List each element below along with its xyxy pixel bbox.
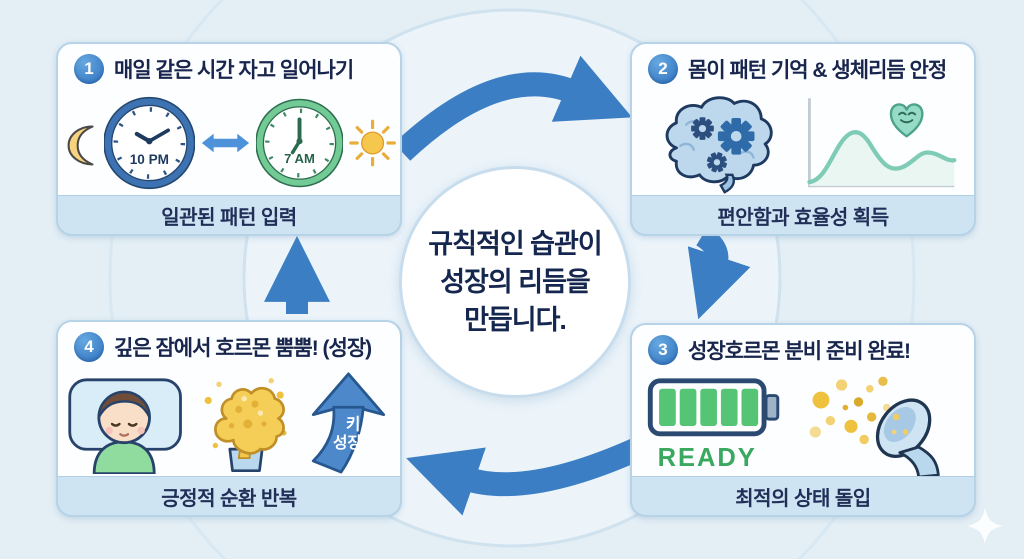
sun-icon xyxy=(349,119,396,167)
step4-body: 키 성장 xyxy=(58,368,400,477)
sleeping-child-icon xyxy=(68,377,182,474)
step3-body: READY xyxy=(632,371,974,478)
step4-card: 4 깊은 잠에서 호르몬 뿜뿜! (성장) xyxy=(56,320,402,517)
gear-small xyxy=(706,152,727,173)
battery-ready-icon: READY xyxy=(647,378,780,472)
step4-header: 4 깊은 잠에서 호르몬 뿜뿜! (성장) xyxy=(58,322,400,364)
moon-icon xyxy=(67,125,94,166)
hormone-spray-icon xyxy=(809,376,940,478)
sleep-time-label: 10 PM xyxy=(130,152,169,167)
step4-caption: 긍정적 순환 반복 xyxy=(56,476,402,517)
splash-dots xyxy=(228,395,267,428)
step3-card: 3 성장호르몬 분비 준비 완료! READY xyxy=(630,323,976,517)
step2-header: 2 몸이 패턴 기억 & 생체리듬 안정 xyxy=(632,44,974,86)
sparkle-icon xyxy=(967,508,1003,544)
step1-title: 매일 같은 시간 자고 일어나기 xyxy=(114,59,354,82)
step3-header: 3 성장호르몬 분비 준비 완료! xyxy=(632,325,974,367)
horn-bell xyxy=(875,398,932,458)
hormone-dots xyxy=(809,376,891,445)
height-growth-arrow-icon: 키 성장 xyxy=(311,372,386,473)
brain-gears-icon xyxy=(665,96,773,194)
step2-body xyxy=(632,90,974,196)
step1-header: 1 매일 같은 시간 자고 일어나기 xyxy=(58,44,400,86)
step1-card: 1 매일 같은 시간 자고 일어나기 10 PM xyxy=(56,42,402,236)
rhythm-chart-icon xyxy=(807,98,957,188)
heart-icon xyxy=(889,103,924,138)
growth-label-bottom: 성장 xyxy=(333,434,362,452)
step2-number-badge: 2 xyxy=(648,54,678,84)
step4-number-badge: 4 xyxy=(74,332,104,362)
gear-large xyxy=(717,117,755,155)
horn-neck xyxy=(898,445,940,478)
arrow-step2-to-step3 xyxy=(687,226,751,320)
step2-caption: 편안함과 효율성 획득 xyxy=(630,195,976,236)
wake-time-label: 7 AM xyxy=(284,151,315,166)
battery-status-label: READY xyxy=(658,444,757,472)
arrow-step1-to-step2 xyxy=(393,55,633,161)
growth-label-top: 키 xyxy=(346,415,360,433)
arrow-step3-to-step4 xyxy=(406,433,654,516)
step3-title: 성장호르몬 분비 준비 완료! xyxy=(688,340,911,363)
step3-caption: 최적의 상태 돌입 xyxy=(630,476,976,517)
gear-medium xyxy=(691,117,714,140)
step2-title: 몸이 패턴 기억 & 생체리듬 안정 xyxy=(688,59,947,82)
step1-number-badge: 1 xyxy=(74,54,104,84)
step3-number-badge: 3 xyxy=(648,335,678,365)
step4-title: 깊은 잠에서 호르몬 뿜뿜! (성장) xyxy=(114,337,372,360)
center-message-circle: 규칙적인 습관이 성장의 리듬을 만듭니다. xyxy=(399,166,631,398)
wake-clock-icon: 7 AM xyxy=(255,98,343,188)
swap-arrow-icon xyxy=(201,133,249,153)
center-message-line2: 성장의 리듬을 xyxy=(440,266,591,297)
hormone-fountain-icon xyxy=(204,377,287,472)
step1-caption: 일관된 패턴 입력 xyxy=(56,195,402,236)
step2-card: 2 몸이 패턴 기억 & 생체리듬 안정 xyxy=(630,42,976,236)
step1-body: 10 PM 7 AM xyxy=(58,90,400,196)
center-message-line1: 규칙적인 습관이 xyxy=(428,228,602,259)
center-message-line3: 만듭니다. xyxy=(464,305,567,336)
sleep-clock-icon: 10 PM xyxy=(104,96,195,190)
